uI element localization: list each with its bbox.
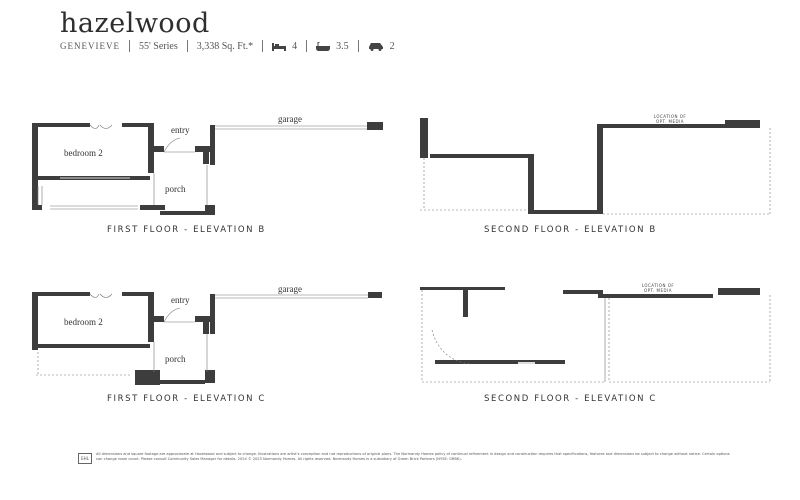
room-label-entry: entry [171,125,190,135]
room-label-porch: porch [165,184,186,194]
first-floor-c-walls [32,292,382,385]
legal-disclaimer: All dimensions and square footage are ap… [96,452,730,461]
note-line: OPT. MEDIA [643,288,673,293]
baths-spec: 3.5 [316,41,349,52]
room-label-garage: garage [278,114,302,124]
beds-spec: 4 [272,41,297,52]
room-label-garage: garage [278,284,302,294]
baths-count: 3.5 [336,40,349,52]
note-line: OPT. MEDIA [655,119,685,124]
note-line: LOCATION OF [653,114,687,119]
first-floor-b-walls [32,122,383,215]
media-location-note: LOCATION OF OPT. MEDIA [628,283,688,293]
room-label-bedroom: bedroom 2 [64,317,103,327]
spec-bar: GENEVIEVE 55' Series 3,338 Sq. Ft.* 4 3.… [60,40,395,52]
plan-label-second-floor-b: SECOND FLOOR - ELEVATION B [484,225,657,235]
second-floor-b-walls [420,118,760,214]
garage-spec: 2 [368,41,395,52]
divider [129,40,130,52]
garage-count: 2 [389,40,395,52]
bathtub-icon [316,41,331,51]
divider [357,40,359,52]
plan-label-first-floor-b: FIRST FLOOR - ELEVATION B [107,225,266,235]
divider [262,40,264,52]
plan-label-second-floor-c: SECOND FLOOR - ELEVATION C [484,394,657,404]
divider [186,40,188,52]
media-location-note: LOCATION OF OPT. MEDIA [640,114,700,124]
car-icon [368,42,383,51]
equal-housing-logo: EHL [78,453,92,464]
room-label-bedroom: bedroom 2 [64,148,103,158]
second-floor-c-walls [420,287,760,364]
plan-label-first-floor-c: FIRST FLOOR - ELEVATION C [107,394,266,404]
beds-count: 4 [292,40,298,52]
series-text: 55' Series [139,40,178,52]
note-line: LOCATION OF [641,283,675,288]
divider [306,40,308,52]
bed-icon [272,42,287,51]
room-label-entry: entry [171,295,190,305]
room-label-porch: porch [165,354,186,364]
sqft-text: 3,338 Sq. Ft.* [196,40,254,52]
brand-title: hazelwood [60,8,210,39]
model-name: GENEVIEVE [60,41,120,51]
